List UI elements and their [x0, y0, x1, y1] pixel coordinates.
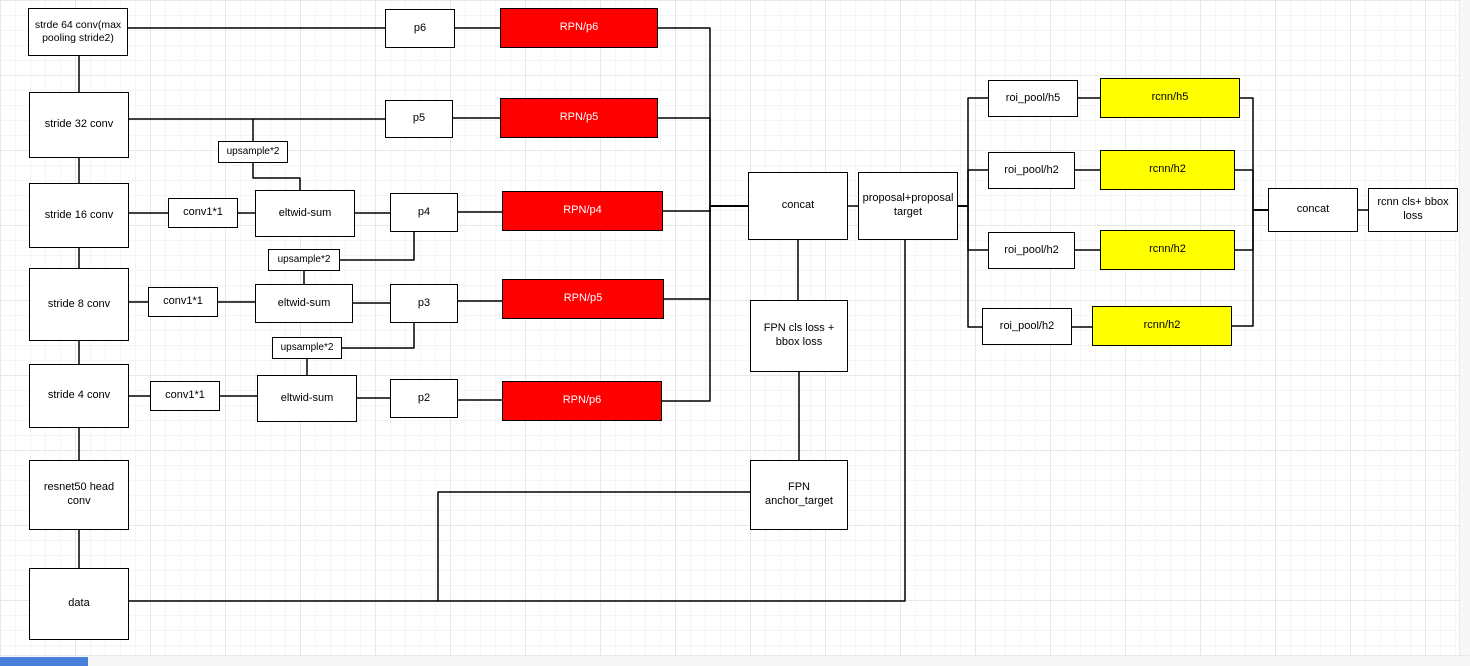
- edge[interactable]: [957, 205, 983, 328]
- node-p6[interactable]: p6: [385, 9, 455, 48]
- node-proposal-target[interactable]: proposal+proposal target: [858, 172, 958, 240]
- edge[interactable]: [663, 205, 749, 300]
- edge[interactable]: [339, 231, 415, 261]
- edge[interactable]: [1231, 209, 1269, 327]
- node-rcnn-h2-3[interactable]: rcnn/h2: [1092, 306, 1232, 346]
- edge[interactable]: [128, 239, 906, 602]
- node-upsample-2[interactable]: upsample*2: [268, 249, 340, 271]
- node-rcnn-h2-1[interactable]: rcnn/h2: [1100, 150, 1235, 190]
- edge[interactable]: [341, 322, 415, 349]
- edge[interactable]: [437, 491, 751, 602]
- edge[interactable]: [661, 205, 749, 402]
- horizontal-scrollbar-thumb[interactable]: [0, 657, 88, 666]
- edge[interactable]: [957, 169, 989, 207]
- node-p5[interactable]: p5: [385, 100, 453, 138]
- node-concat[interactable]: concat: [748, 172, 848, 240]
- edge[interactable]: [1234, 169, 1269, 211]
- edge[interactable]: [252, 162, 301, 191]
- vertical-scrollbar[interactable]: [1459, 0, 1470, 655]
- node-p4[interactable]: p4: [390, 193, 458, 232]
- node-roi-pool-h2-3[interactable]: roi_pool/h2: [982, 308, 1072, 345]
- node-rcnn-h5[interactable]: rcnn/h5: [1100, 78, 1240, 118]
- node-upsample-1[interactable]: upsample*2: [218, 141, 288, 163]
- edge[interactable]: [957, 205, 989, 251]
- node-roi-pool-h2-2[interactable]: roi_pool/h2: [988, 232, 1075, 269]
- node-conv1x1-1[interactable]: conv1*1: [168, 198, 238, 228]
- node-rpn-p5[interactable]: RPN/p5: [500, 98, 658, 138]
- node-conv1x1-2[interactable]: conv1*1: [148, 287, 218, 317]
- edge[interactable]: [1234, 209, 1269, 251]
- edge[interactable]: [657, 27, 749, 207]
- horizontal-scrollbar[interactable]: [0, 655, 1470, 666]
- node-resnet50-head-conv[interactable]: resnet50 head conv: [29, 460, 129, 530]
- node-data[interactable]: data: [29, 568, 129, 640]
- node-eltwid-sum-1[interactable]: eltwid-sum: [255, 190, 355, 237]
- node-stride-4-conv[interactable]: stride 4 conv: [29, 364, 129, 428]
- node-rpn-p2[interactable]: RPN/p6: [502, 381, 662, 421]
- node-upsample-3[interactable]: upsample*2: [272, 337, 342, 359]
- node-rcnn-loss[interactable]: rcnn cls+ bbox loss: [1368, 188, 1458, 232]
- edge[interactable]: [1239, 97, 1269, 211]
- node-rpn-p6[interactable]: RPN/p6: [500, 8, 658, 48]
- node-stride-8-conv[interactable]: stride 8 conv: [29, 268, 129, 341]
- node-rpn-p4[interactable]: RPN/p4: [502, 191, 663, 231]
- node-fpn-cls-loss[interactable]: FPN cls loss + bbox loss: [750, 300, 848, 372]
- node-roi-pool-h5[interactable]: roi_pool/h5: [988, 80, 1078, 117]
- node-eltwid-sum-2[interactable]: eltwid-sum: [255, 284, 353, 323]
- node-p3[interactable]: p3: [390, 284, 458, 323]
- node-stride-32-conv[interactable]: stride 32 conv: [29, 92, 129, 158]
- node-stride-16-conv[interactable]: stride 16 conv: [29, 183, 129, 248]
- edge[interactable]: [657, 117, 749, 207]
- node-strde-64-conv[interactable]: strde 64 conv(max pooling stride2): [28, 8, 128, 56]
- node-fpn-anchor-target[interactable]: FPN anchor_target: [750, 460, 848, 530]
- node-concat-2[interactable]: concat: [1268, 188, 1358, 232]
- node-roi-pool-h2-1[interactable]: roi_pool/h2: [988, 152, 1075, 189]
- node-p2[interactable]: p2: [390, 379, 458, 418]
- node-conv1x1-3[interactable]: conv1*1: [150, 381, 220, 411]
- node-eltwid-sum-3[interactable]: eltwid-sum: [257, 375, 357, 422]
- edge[interactable]: [957, 97, 989, 207]
- node-rcnn-h2-2[interactable]: rcnn/h2: [1100, 230, 1235, 270]
- node-rpn-p3[interactable]: RPN/p5: [502, 279, 664, 319]
